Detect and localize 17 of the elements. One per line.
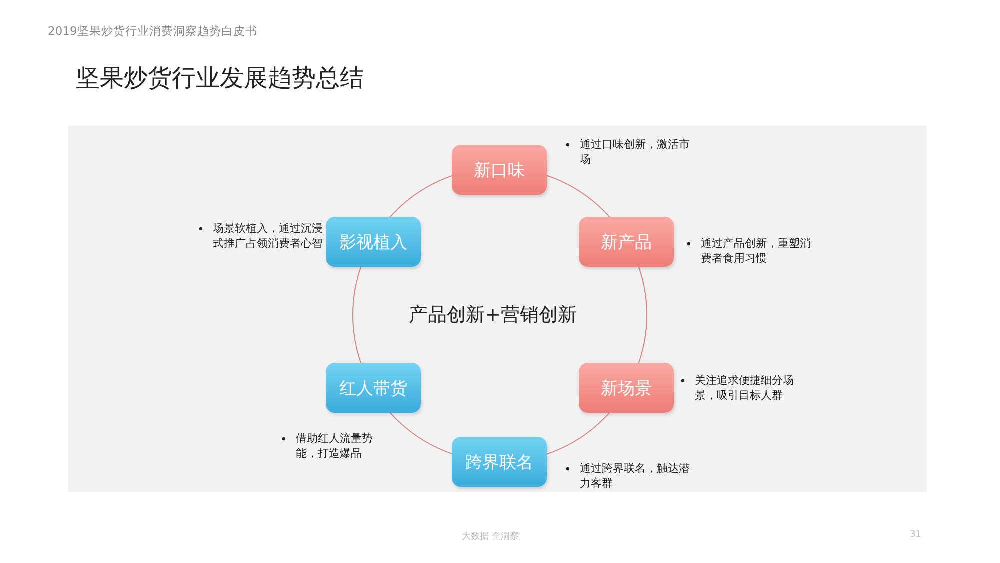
header-text: 2019坚果炒货行业消费洞察趋势白皮书	[48, 24, 258, 39]
rounded-box: 跨界联名	[452, 437, 547, 487]
bullet-note: 通过口味创新，激活市场	[580, 137, 691, 167]
rounded-box: 新场景	[579, 363, 674, 413]
bullet-note: 通过产品创新，重塑消费者食用习惯	[701, 236, 812, 266]
rounded-box: 新产品	[579, 217, 674, 267]
footer-text: 大数据 全洞察	[462, 530, 519, 543]
slide-title: 坚果炒货行业发展趋势总结	[76, 63, 364, 94]
bullet-note: 场景软植入，通过沉浸式推广占领消费者心智	[213, 221, 324, 251]
bullet-note: 借助红人流量势能，打造爆品	[296, 431, 374, 461]
rounded-box: 红人带货	[326, 363, 421, 413]
bullet-note: 通过跨界联名，触达潜力客群	[580, 461, 691, 491]
center-text: 产品创新+营销创新	[409, 303, 577, 328]
rounded-box: 新口味	[452, 145, 547, 195]
rounded-box: 影视植入	[326, 217, 421, 267]
bullet-note: 关注追求便捷细分场景，吸引目标人群	[695, 373, 795, 403]
page-number: 31	[910, 530, 922, 540]
